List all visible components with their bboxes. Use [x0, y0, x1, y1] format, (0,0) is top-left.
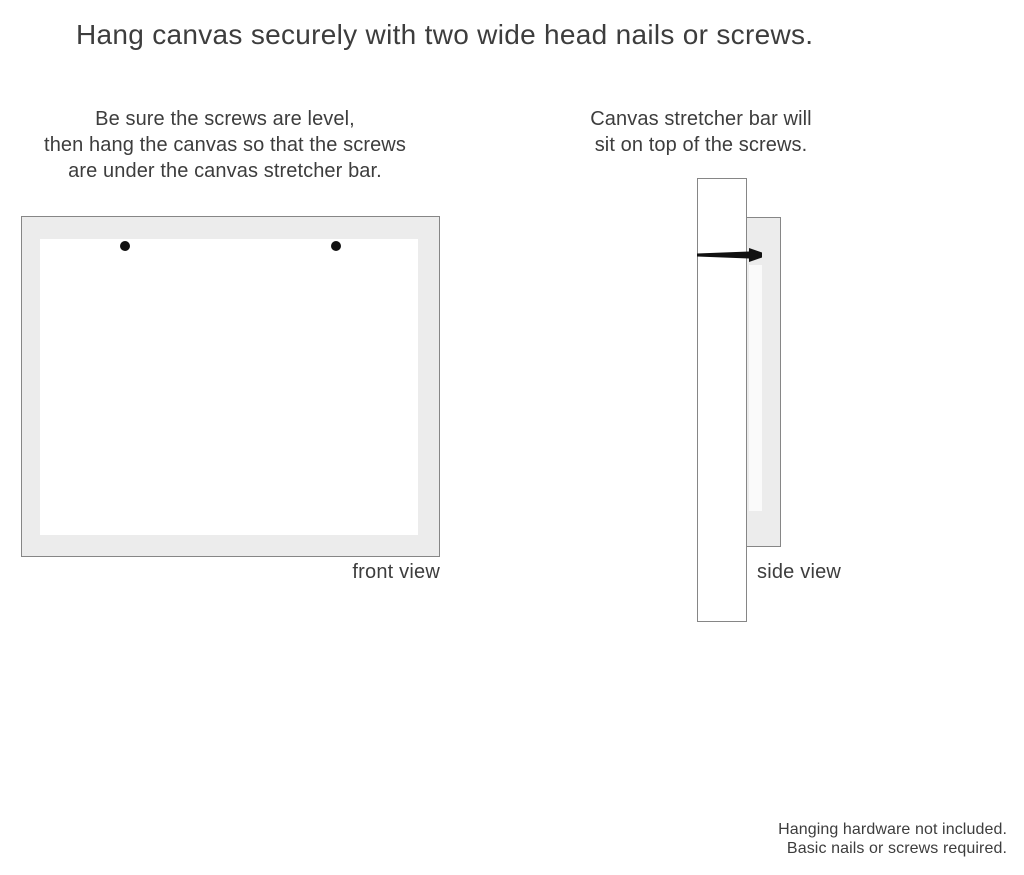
front-view-label: front view: [352, 561, 440, 583]
instruction-line: then hang the canvas so that the screws: [44, 134, 406, 156]
nail-icon: [697, 248, 762, 262]
hardware-footnote: Hanging hardware not included. Basic nai…: [778, 820, 1007, 858]
instruction-line: are under the canvas stretcher bar.: [68, 160, 382, 182]
instruction-line: Canvas stretcher bar will: [590, 108, 812, 130]
page-title: Hang canvas securely with two wide head …: [76, 19, 814, 50]
side-view-label: side view: [757, 561, 842, 583]
stretcher-bar: [697, 178, 747, 622]
footnote-line: Basic nails or screws required.: [786, 840, 1007, 857]
front-view-diagram: [21, 216, 440, 557]
side-view-instruction: Canvas stretcher bar will sit on top of …: [546, 106, 856, 158]
footnote-line: Hanging hardware not included.: [778, 821, 1007, 838]
canvas-front-face: [40, 239, 418, 535]
front-view-instruction: Be sure the screws are level, then hang …: [23, 106, 427, 184]
screw-dot-left-icon: [120, 241, 130, 251]
screw-dot-right-icon: [331, 241, 341, 251]
instruction-line: Be sure the screws are level,: [95, 108, 355, 130]
canvas-side-face: [749, 265, 762, 511]
canvas-side-panel: [746, 217, 781, 547]
instruction-line: sit on top of the screws.: [594, 134, 808, 156]
